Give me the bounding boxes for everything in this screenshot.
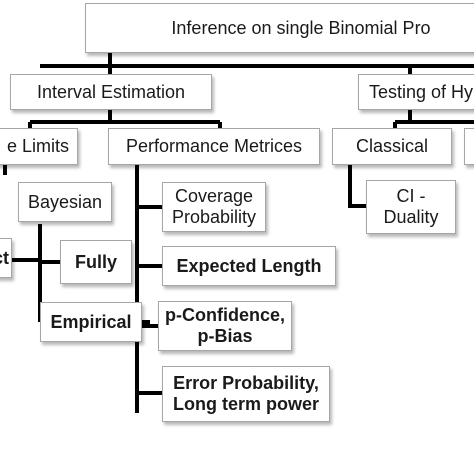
expected-length-node: Expected Length	[162, 246, 336, 286]
expected-length-label: Expected Length	[176, 255, 322, 276]
testing-node: Testing of Hy	[358, 74, 474, 110]
error-probability-node: Error Probability, Long term power	[162, 366, 330, 422]
exact-label: ct	[0, 247, 9, 268]
interval-estimation-node: Interval Estimation	[10, 74, 212, 110]
performance-metrics-label: Performance Metrices	[125, 136, 303, 157]
bayesian-node: Bayesian	[18, 182, 112, 222]
exact-node: ct	[0, 238, 12, 278]
p-confidence-node: p-Confidence, p-Bias	[158, 301, 292, 351]
root-label: Inference on single Binomial Pro	[171, 17, 431, 38]
fully-node: Fully	[60, 240, 132, 284]
performance-metrics-node: Performance Metrices	[108, 128, 320, 165]
empirical-label: Empirical	[50, 311, 132, 332]
testing-label: Testing of Hy	[369, 81, 474, 102]
ci-duality-node: CI - Duality	[366, 180, 456, 234]
interval-estimation-label: Interval Estimation	[36, 81, 186, 102]
limits-node: e Limits	[0, 128, 78, 165]
empirical-node: Empirical	[40, 302, 142, 342]
partial-right-node	[464, 128, 474, 165]
classical-node: Classical	[332, 128, 452, 165]
limits-label: e Limits	[6, 136, 69, 157]
p-confidence-label: p-Confidence, p-Bias	[165, 305, 285, 346]
root-node: Inference on single Binomial Pro	[85, 3, 474, 53]
classical-label: Classical	[355, 136, 429, 157]
fully-label: Fully	[74, 251, 117, 272]
bayesian-label: Bayesian	[27, 191, 103, 212]
coverage-probability-node: Coverage Probability	[162, 182, 266, 232]
ci-duality-label: CI - Duality	[383, 186, 439, 227]
error-probability-label: Error Probability, Long term power	[172, 373, 319, 414]
coverage-probability-label: Coverage Probability	[171, 186, 257, 227]
